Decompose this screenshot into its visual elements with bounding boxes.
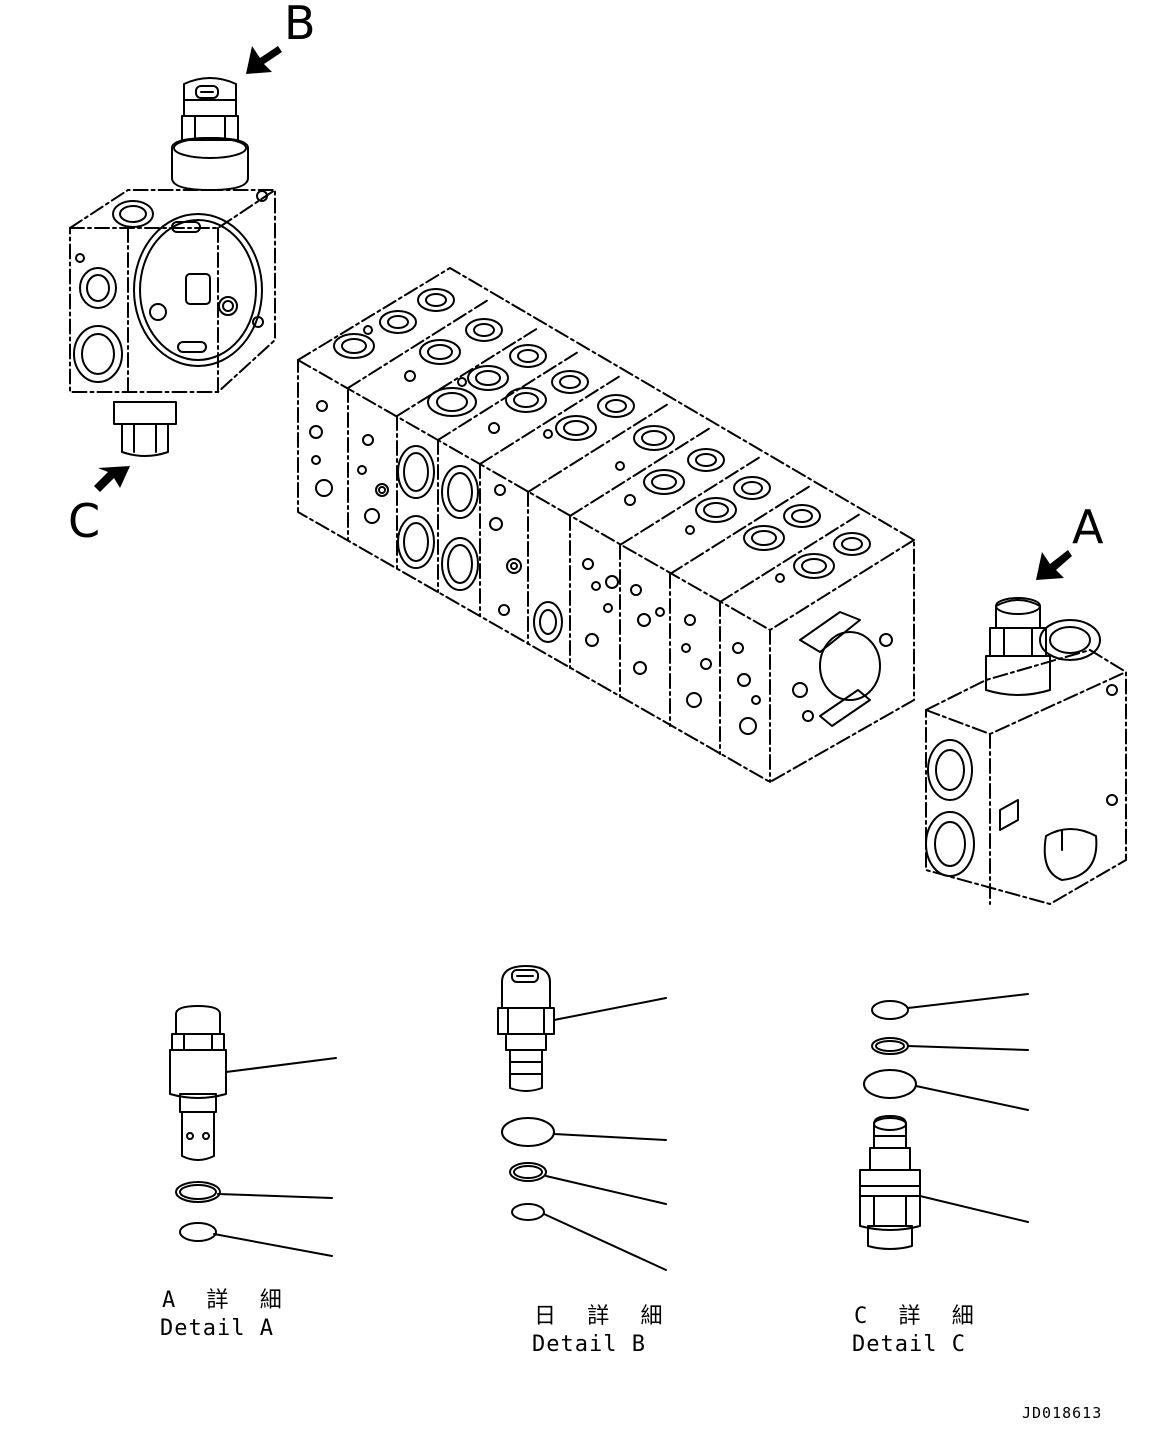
- detail-c-parts: [859, 993, 1029, 1250]
- view-label-b: B: [284, 0, 316, 50]
- view-label-a: A: [1072, 500, 1104, 554]
- detail-b-caption-en: Detail B: [532, 1332, 646, 1357]
- arrow-c: [94, 466, 130, 492]
- main-valve-ports: [309, 288, 893, 735]
- detail-a-parts: [169, 1005, 337, 1257]
- view-label-c: C: [68, 494, 101, 548]
- detail-b-caption-jp: 日 詳 細: [534, 1304, 672, 1329]
- arrow-b: [246, 46, 282, 74]
- detail-b-parts: [497, 965, 667, 1271]
- end-section-right: [925, 597, 1127, 905]
- end-section-left: [69, 77, 276, 457]
- top-cartridge: [171, 77, 249, 191]
- detail-a-caption-jp: A 詳 細: [162, 1288, 291, 1313]
- drawing-code: JD018613: [1022, 1404, 1103, 1422]
- detail-a-caption-en: Detail A: [160, 1316, 274, 1341]
- detail-c-caption-jp: C 詳 細: [854, 1304, 983, 1329]
- detail-c-caption-en: Detail C: [852, 1332, 966, 1357]
- arrow-a: [1036, 550, 1072, 580]
- main-valve-stack: [297, 267, 915, 783]
